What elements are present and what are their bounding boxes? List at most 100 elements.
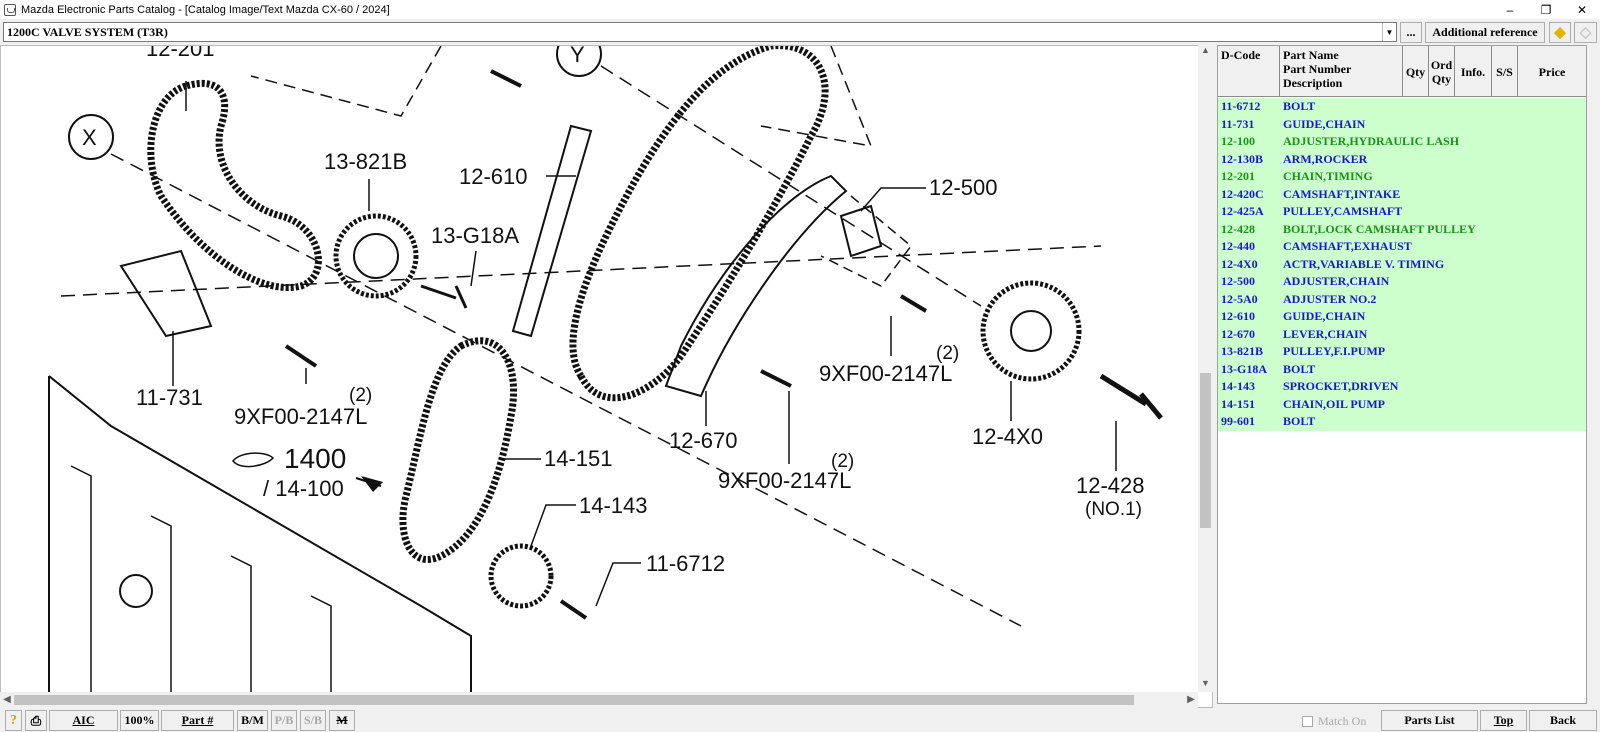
callout-1400[interactable]: 1400	[284, 443, 346, 474]
top-button[interactable]: Top	[1480, 710, 1527, 731]
callout-11-6712[interactable]: 11-6712	[646, 551, 725, 576]
callout-14-100[interactable]: / 14-100	[263, 476, 344, 501]
row-part-name: GUIDE,CHAIN	[1283, 309, 1366, 323]
callout-y[interactable]: Y	[570, 46, 585, 67]
callout-12-428[interactable]: 12-428	[1076, 473, 1145, 498]
zoom-button[interactable]: 100%	[120, 710, 159, 731]
scroll-left-icon[interactable]: ◀	[3, 694, 11, 705]
row-part-name: ACTR,VARIABLE V. TIMING	[1283, 256, 1445, 271]
help-button[interactable]: ?	[5, 710, 22, 731]
previous-arrow-button[interactable]: ◆	[1549, 22, 1571, 43]
engine-block-bore	[119, 574, 153, 608]
additional-reference-button[interactable]: Additional reference	[1425, 22, 1545, 43]
scroll-down-icon[interactable]: ▼	[1201, 678, 1210, 688]
printer-icon: ⎙	[30, 712, 42, 728]
back-button[interactable]: Back	[1529, 710, 1597, 731]
callout-12-201[interactable]: 12-201	[146, 46, 215, 61]
callout-9xf00-1[interactable]: 9XF00-2147L	[234, 404, 367, 429]
callout-x[interactable]: X	[82, 125, 97, 150]
aic-button[interactable]: AIC	[49, 710, 118, 731]
checkbox-icon[interactable]	[1302, 715, 1313, 727]
match-on-checkbox[interactable]: Match On	[1302, 713, 1366, 729]
illustration-pane[interactable]: 12-201 X Y 13-821B 12-610 13-G18A 12-500…	[0, 45, 1213, 708]
section-selector-row: 1200C VALVE SYSTEM (T3R) ▼ ... Additiona…	[0, 22, 1600, 43]
callout-12-500[interactable]: 12-500	[929, 175, 998, 200]
callout-12-610[interactable]: 12-610	[459, 164, 528, 189]
hand-pointer-icon	[232, 452, 275, 468]
section-dropdown[interactable]: 1200C VALVE SYSTEM (T3R)	[3, 22, 1397, 42]
more-button[interactable]: ...	[1400, 22, 1422, 43]
callout-11-731[interactable]: 11-731	[136, 385, 203, 410]
print-button[interactable]: ⎙	[25, 710, 47, 731]
chain-lever-12-670	[664, 174, 848, 398]
illustration-horizontal-scrollbar[interactable]: ◀ ▶	[0, 692, 1198, 708]
row-part-name: ADJUSTER NO.2	[1283, 291, 1377, 306]
row-dcode: 12-4X0	[1221, 256, 1258, 271]
dropdown-arrow-icon[interactable]: ▼	[1382, 23, 1396, 41]
illustration-vertical-scrollbar[interactable]: ▲ ▼	[1198, 45, 1213, 692]
axis-line	[60, 245, 1102, 297]
header-ss[interactable]: S/S	[1492, 46, 1518, 97]
engine-block	[48, 375, 472, 693]
vvt-hub	[1010, 310, 1052, 352]
callout-x-circle	[68, 114, 114, 160]
header-qty[interactable]: Qty	[1403, 46, 1429, 97]
header-price[interactable]: Price	[1518, 46, 1586, 97]
bolt-13-g18a	[420, 284, 468, 309]
row-dcode: 12-420C	[1221, 186, 1264, 201]
m-button[interactable]: M	[329, 710, 355, 731]
oil-pump-chain-14-151	[399, 337, 518, 563]
scroll-right-icon[interactable]: ▶	[1187, 694, 1195, 705]
row-part-name: BOLT	[1283, 99, 1316, 113]
header-part-name[interactable]: Part Name Part Number Description	[1280, 46, 1403, 97]
pb-button[interactable]: P/B	[271, 710, 297, 731]
arrow-left-icon: ◆	[1554, 25, 1566, 41]
callout-9xf00-3[interactable]: 9XF00-2147L	[819, 361, 952, 386]
axis-line	[820, 195, 913, 287]
table-row[interactable]: 12-4X0 ACTR,VARIABLE V. TIMING	[1218, 256, 1586, 274]
callout-14-151[interactable]: 14-151	[544, 446, 613, 471]
pulley-hub	[353, 233, 399, 279]
callout-13-g18a[interactable]: 13-G18A	[431, 223, 519, 248]
sb-button[interactable]: S/B	[300, 710, 326, 731]
header-info[interactable]: Info.	[1455, 46, 1492, 97]
scroll-up-icon[interactable]: ▲	[1201, 45, 1210, 55]
leader-arrowhead	[361, 476, 383, 492]
close-button[interactable]: ✕	[1576, 2, 1588, 17]
part-number-button[interactable]: Part #	[161, 710, 234, 731]
next-arrow-button[interactable]: ◇	[1574, 22, 1597, 43]
callout-12-4x0[interactable]: 12-4X0	[972, 424, 1043, 449]
restore-button[interactable]: ❐	[1540, 2, 1552, 17]
header-ord-qty[interactable]: Ord Qty	[1429, 46, 1455, 97]
header-dcode-label: D-Code	[1221, 48, 1261, 62]
callout-12-670[interactable]: 12-670	[669, 428, 738, 453]
parts-list-button[interactable]: Parts List	[1381, 710, 1478, 731]
minimize-button[interactable]: –	[1506, 2, 1514, 17]
header-dcode[interactable]: D-Code	[1218, 46, 1280, 97]
bm-button[interactable]: B/M	[237, 710, 268, 731]
callout-9xf00-2[interactable]: 9XF00-2147L	[718, 468, 851, 493]
callout-13-821b[interactable]: 13-821B	[324, 149, 407, 174]
horizontal-scroll-thumb[interactable]	[14, 695, 1134, 705]
vertical-scroll-thumb[interactable]	[1200, 373, 1211, 528]
callout-14-143[interactable]: 14-143	[579, 493, 648, 518]
leader-line	[595, 562, 641, 607]
